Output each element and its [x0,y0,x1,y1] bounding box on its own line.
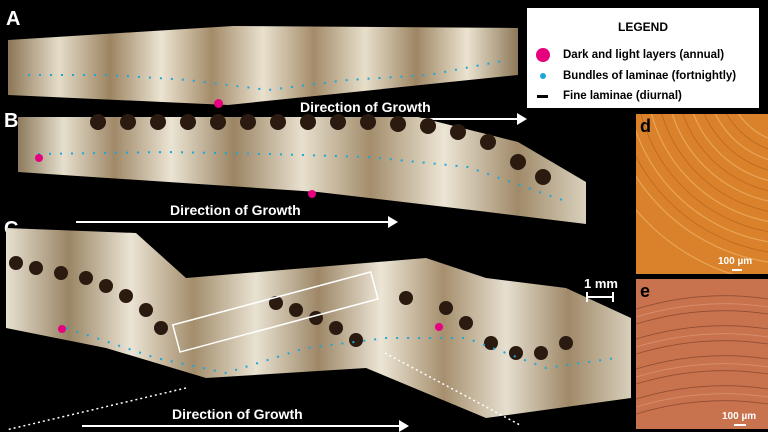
micrograph-d: d 100 µm [636,114,768,274]
growth-arrow-b [76,216,398,228]
scale-label-main: 1 mm [584,276,618,291]
panel-letter-d: d [640,116,651,136]
growth-label-c: Direction of Growth [172,406,303,422]
growth-label-b: Direction of Growth [170,202,301,218]
panel-letter-b: B [4,110,19,132]
shell-section-b [18,112,586,227]
annual-marker [435,323,443,331]
scale-bar-main: 1 mm [584,276,618,302]
shell-section-c [6,228,631,428]
shell-section-a [8,20,518,115]
panel-letter-e: e [640,281,651,301]
growth-label-a: Direction of Growth [300,99,431,115]
annual-marker [308,190,316,198]
legend: LEGEND Dark and light layers (annual) Bu… [525,6,761,110]
panel-letter-a: A [6,8,21,30]
scale-label-e: 100 µm [722,411,757,422]
annual-marker [35,154,43,162]
scale-label-d: 100 µm [718,256,753,267]
micrograph-e: e 100 µm [636,279,768,429]
legend-title: LEGEND [617,20,668,34]
annual-marker [58,325,66,333]
annual-dot-icon [536,48,550,62]
growth-arrow-c [82,420,409,432]
annual-marker [214,99,223,108]
fortnightly-dot-icon [540,73,546,79]
diurnal-line-icon [537,95,548,98]
